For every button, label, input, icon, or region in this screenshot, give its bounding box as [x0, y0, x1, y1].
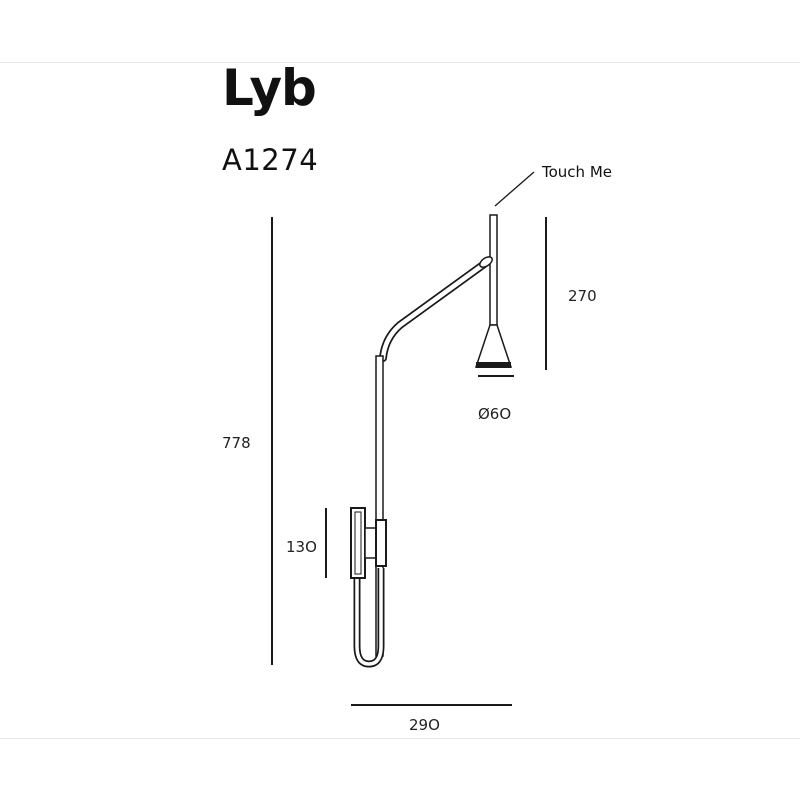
touch-callout-label: Touch Me — [542, 163, 612, 181]
shade-diameter-label: Ø6O — [478, 405, 512, 423]
total-height-label: 778 — [222, 434, 251, 452]
lamp-shade — [474, 324, 513, 368]
product-name: Lyb — [222, 59, 317, 117]
mount-collar — [375, 519, 387, 567]
cable-loop-inner — [355, 568, 383, 666]
base-height-label: 13O — [286, 538, 317, 556]
shade-bottom — [476, 362, 511, 368]
bottom-divider — [0, 738, 800, 739]
touch-callout-leader — [494, 171, 535, 207]
shade-height-label: 270 — [568, 287, 597, 305]
diagonal-arm — [379, 258, 491, 362]
arm-joint — [479, 256, 493, 268]
product-code: A1274 — [222, 143, 319, 177]
top-divider — [0, 62, 800, 63]
width-label: 29O — [409, 716, 440, 734]
diagonal-arm-inner — [380, 259, 490, 361]
touch-rod — [489, 214, 498, 326]
wall-plate-inner — [354, 511, 362, 575]
